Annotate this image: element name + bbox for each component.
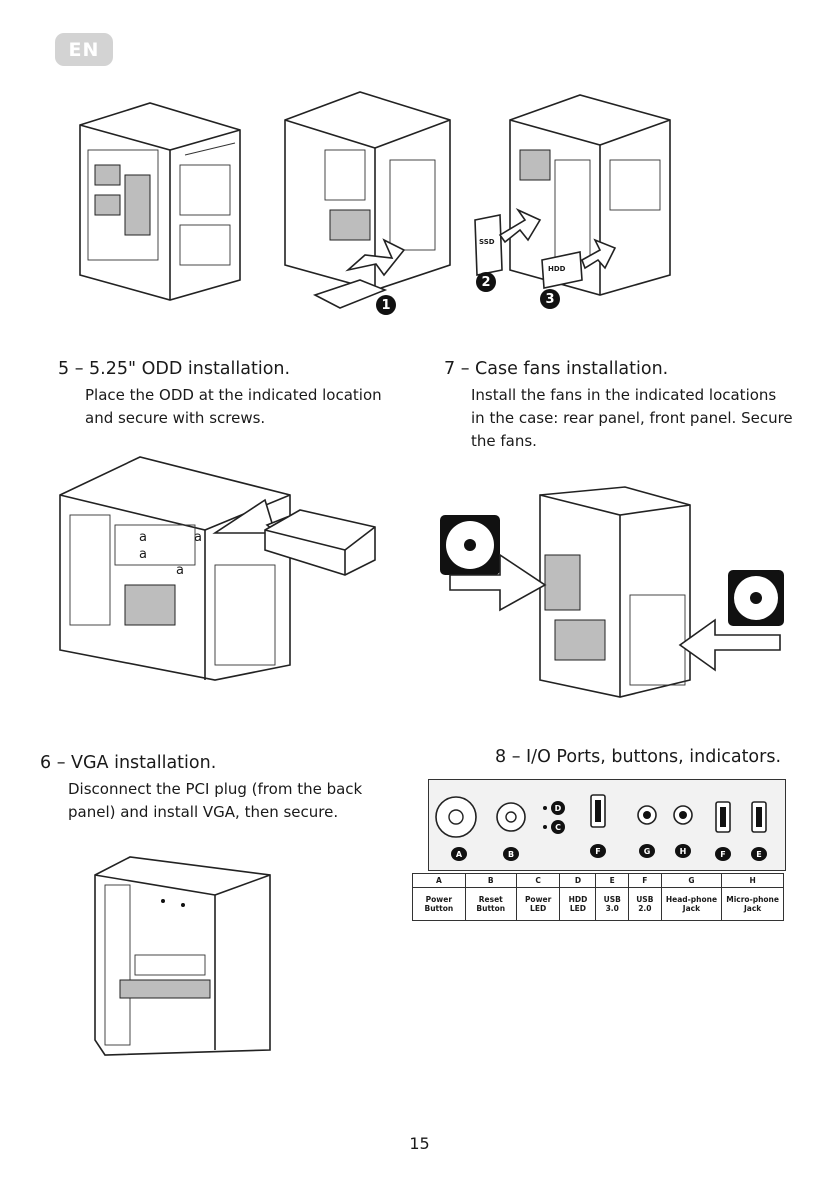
io-header-cell: G — [660, 873, 723, 888]
marker-3: 3 — [540, 289, 560, 309]
ssd-label-1: SSD — [479, 238, 495, 246]
fans-body-line-1: Install the fans in the indicated locati… — [471, 386, 777, 404]
io-badge-a: A — [451, 847, 467, 861]
io-badge-f2: F — [715, 847, 731, 861]
case-drawing-ssd-2 — [284, 91, 451, 309]
io-label-cell: Power LED — [515, 887, 561, 921]
language-badge: EN — [55, 33, 113, 66]
marker-1: 1 — [376, 295, 396, 315]
io-header-cell: A — [412, 873, 466, 888]
io-label-cell: Head-phone Jack — [660, 887, 723, 921]
fans-body-line-2: in the case: rear panel, front panel. Se… — [471, 409, 793, 427]
io-badge-f1: F — [590, 844, 606, 858]
odd-section-body: Place the ODD at the indicated location … — [85, 384, 382, 430]
io-table-header-row: A B C D E F G H — [412, 873, 784, 888]
vga-section-title: 6 – VGA installation. — [40, 753, 217, 773]
io-badge-c: C — [551, 820, 565, 834]
io-label-cell: USB 3.0 — [595, 887, 630, 921]
vga-body-line-2: panel) and install VGA, then secure. — [68, 803, 339, 821]
io-header-cell: E — [595, 873, 630, 888]
case-drawing-odd — [59, 456, 376, 681]
screw-label-4: a — [176, 563, 184, 578]
io-badge-g: G — [639, 844, 655, 858]
io-badge-h: H — [675, 844, 691, 858]
io-badge-d: D — [551, 801, 565, 815]
screw-label-1: a — [139, 530, 147, 545]
odd-body-line-2: and secure with screws. — [85, 409, 266, 427]
vga-section-body: Disconnect the PCI plug (from the back p… — [68, 778, 362, 824]
screw-label-2: a — [194, 530, 202, 545]
fans-section-title: 7 – Case fans installation. — [444, 359, 669, 379]
io-legend-table: A B C D E F G H Power Button Reset Butto… — [412, 873, 784, 921]
io-badge-e: E — [751, 847, 767, 861]
case-drawing-ssd-hdd — [474, 94, 671, 296]
hdd-label: HDD — [548, 265, 566, 273]
io-label-cell: Power Button — [412, 887, 466, 921]
io-header-cell: F — [628, 873, 662, 888]
odd-body-line-1: Place the ODD at the indicated location — [85, 386, 382, 404]
io-section-title: 8 – I/O Ports, buttons, indicators. — [495, 747, 782, 767]
page-number: 15 — [409, 1134, 430, 1153]
io-label-cell: Micro-phone Jack — [721, 887, 784, 921]
fans-section-body: Install the fans in the indicated locati… — [471, 384, 793, 453]
case-drawing-fans — [440, 486, 784, 698]
vga-body-line-1: Disconnect the PCI plug (from the back — [68, 780, 363, 798]
io-header-cell: H — [721, 873, 784, 888]
screw-label-3: a — [139, 547, 147, 562]
io-header-cell: C — [515, 873, 561, 888]
case-drawing-vga — [94, 856, 271, 1056]
odd-section-title: 5 – 5.25" ODD installation. — [58, 359, 291, 379]
case-drawing-ssd-1 — [79, 102, 241, 301]
io-header-cell: D — [559, 873, 597, 888]
io-table-label-row: Power Button Reset Button Power LED HDD … — [412, 887, 784, 921]
fans-body-line-3: the fans. — [471, 432, 537, 450]
io-badge-b: B — [503, 847, 519, 861]
marker-2: 2 — [476, 272, 496, 292]
io-header-cell: B — [464, 873, 517, 888]
io-panel: A B D C F G H F E — [428, 779, 786, 871]
io-label-cell: HDD LED — [559, 887, 597, 921]
io-panel-icons — [435, 794, 767, 838]
io-label-cell: Reset Button — [464, 887, 517, 921]
io-label-cell: USB 2.0 — [628, 887, 662, 921]
